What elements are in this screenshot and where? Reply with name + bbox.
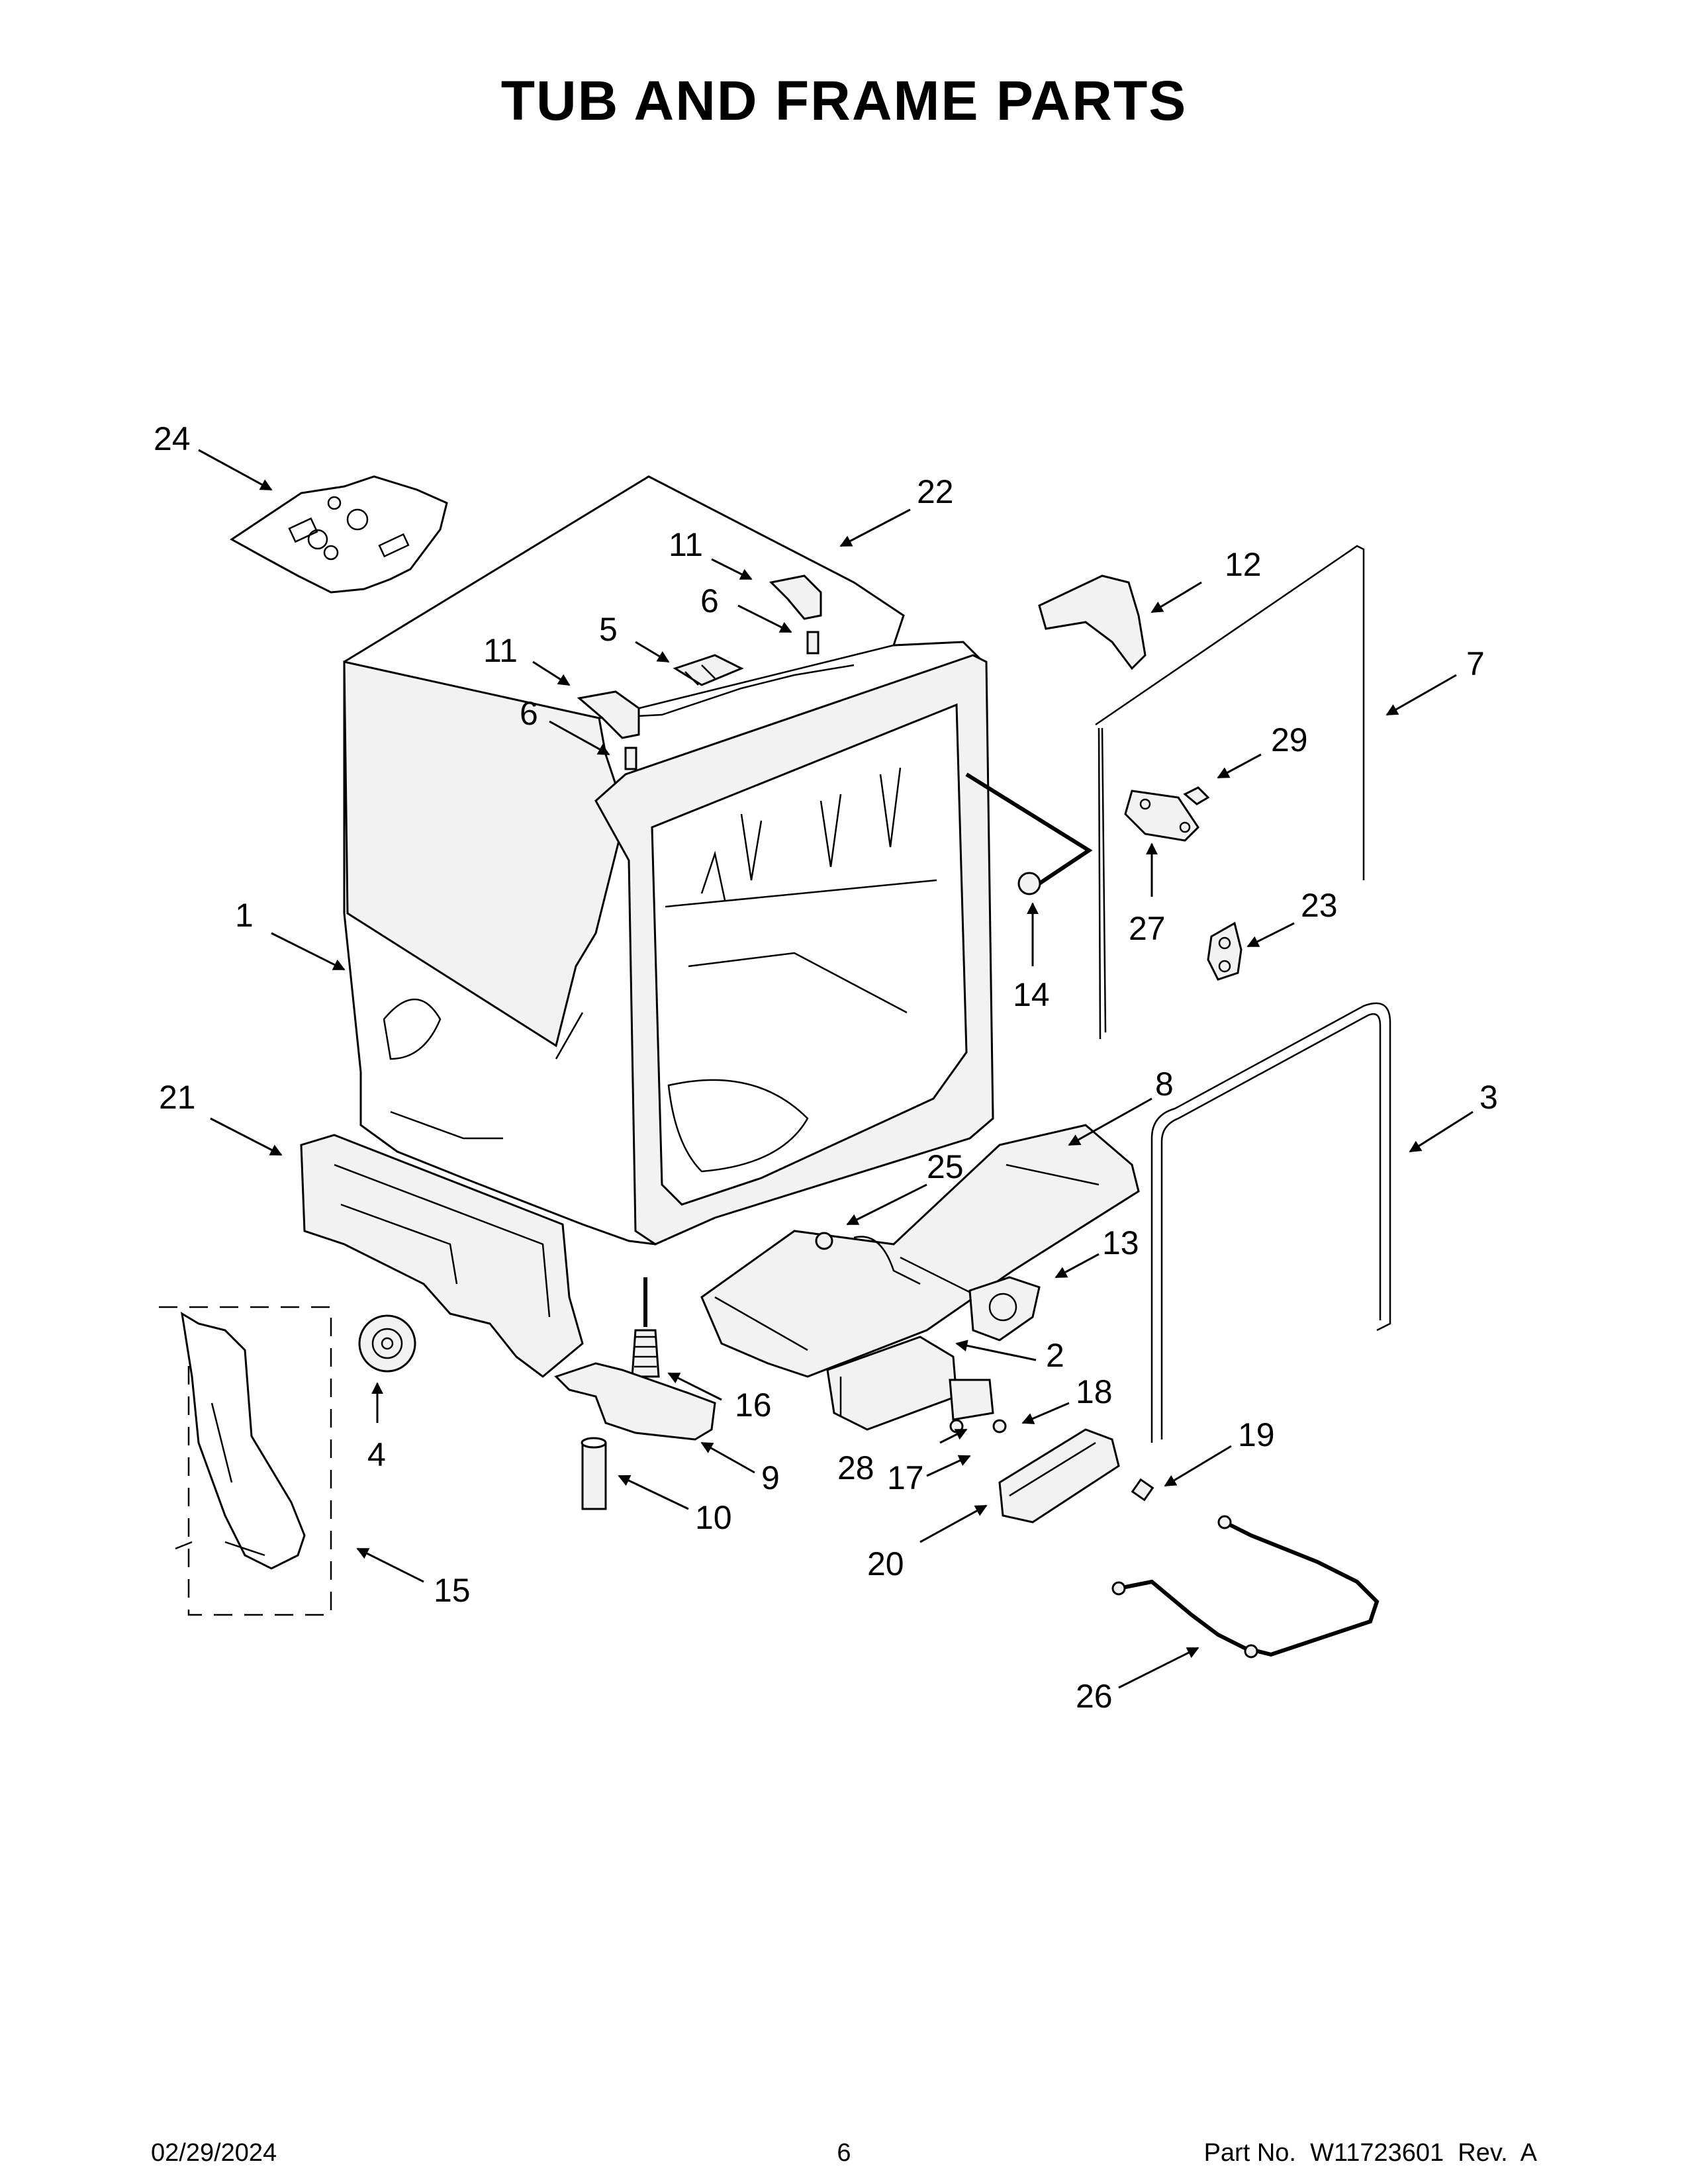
- callout-arrows: [198, 449, 1474, 1689]
- callout-8: 8: [1155, 1066, 1174, 1103]
- callout-27: 27: [1129, 910, 1166, 947]
- callout-20: 20: [867, 1545, 904, 1582]
- part-21-base-frame: [300, 1134, 584, 1378]
- part-6-screw-lower: [624, 747, 637, 770]
- part-12-trim-cap: [1038, 574, 1147, 670]
- footer-date: 02/29/2024: [151, 2139, 277, 2167]
- part-6-screw-upper: [806, 631, 820, 655]
- part-25-screw: [815, 1232, 833, 1250]
- callout-15: 15: [434, 1572, 471, 1609]
- part-17-screw: [949, 1419, 964, 1433]
- part-2-connector: [949, 1379, 994, 1421]
- callout-12: 12: [1225, 546, 1262, 583]
- callout-4: 4: [367, 1436, 386, 1473]
- part-11-hinge-lower: [577, 690, 640, 739]
- callout-21: 21: [159, 1079, 196, 1116]
- callout-17: 17: [887, 1459, 924, 1496]
- part-26-wire-harness: [1111, 1515, 1380, 1659]
- part-14-plug: [965, 772, 1093, 895]
- callout-6: 6: [520, 695, 538, 732]
- callout-7: 7: [1466, 645, 1485, 682]
- part-4-pump: [358, 1314, 416, 1373]
- callout-11: 11: [483, 632, 518, 669]
- callout-28: 28: [837, 1449, 874, 1486]
- part-5-bracket: [673, 654, 744, 686]
- callout-1: 1: [235, 897, 254, 934]
- callout-6: 6: [700, 582, 719, 619]
- part-23-roller: [1207, 921, 1243, 981]
- part-24-hardware-bag: [230, 475, 448, 594]
- callout-26: 26: [1076, 1678, 1113, 1715]
- callout-10: 10: [695, 1499, 732, 1536]
- footer-page-number: 6: [837, 2139, 851, 2167]
- part-16-spring: [631, 1277, 660, 1378]
- callout-11: 11: [669, 526, 703, 563]
- callout-2: 2: [1046, 1337, 1064, 1374]
- part-11-hinge-upper: [769, 574, 822, 620]
- part-20-cover: [998, 1428, 1120, 1524]
- footer-part-number: Part No. W11723601 Rev. A: [1203, 2139, 1537, 2167]
- part-10-hose: [581, 1437, 607, 1510]
- callout-14: 14: [1013, 976, 1050, 1013]
- callout-19: 19: [1238, 1416, 1275, 1453]
- part-3-tub-gasket: [1150, 1002, 1391, 1443]
- part-7-door-gasket: [1095, 545, 1365, 1040]
- part-13-float: [968, 1276, 1041, 1342]
- callout-24: 24: [154, 420, 191, 457]
- callout-29: 29: [1271, 721, 1308, 758]
- part-18-screw: [992, 1419, 1007, 1433]
- callout-13: 13: [1102, 1224, 1139, 1261]
- callout-22: 22: [917, 473, 954, 510]
- part-19-screw: [1131, 1478, 1154, 1502]
- part-29-clip: [1183, 786, 1210, 805]
- callout-16: 16: [735, 1387, 772, 1424]
- part-15-panel-assembly: [159, 1306, 332, 1616]
- part-8-base: [700, 1124, 1140, 1378]
- callout-labels: 24 22 11 6 5 11 6 12 7 29 27 14 23 1 21 …: [154, 420, 1498, 1715]
- callout-23: 23: [1301, 887, 1338, 924]
- part-9-bracket: [554, 1362, 716, 1441]
- callout-25: 25: [927, 1148, 964, 1185]
- part-27-bracket: [1124, 790, 1199, 842]
- part-1-tub-assembly: [343, 475, 994, 1246]
- callout-3: 3: [1479, 1079, 1498, 1116]
- callout-18: 18: [1076, 1373, 1113, 1410]
- callout-9: 9: [761, 1459, 780, 1496]
- page-title: TUB AND FRAME PARTS: [500, 69, 1188, 132]
- callout-5: 5: [599, 611, 618, 648]
